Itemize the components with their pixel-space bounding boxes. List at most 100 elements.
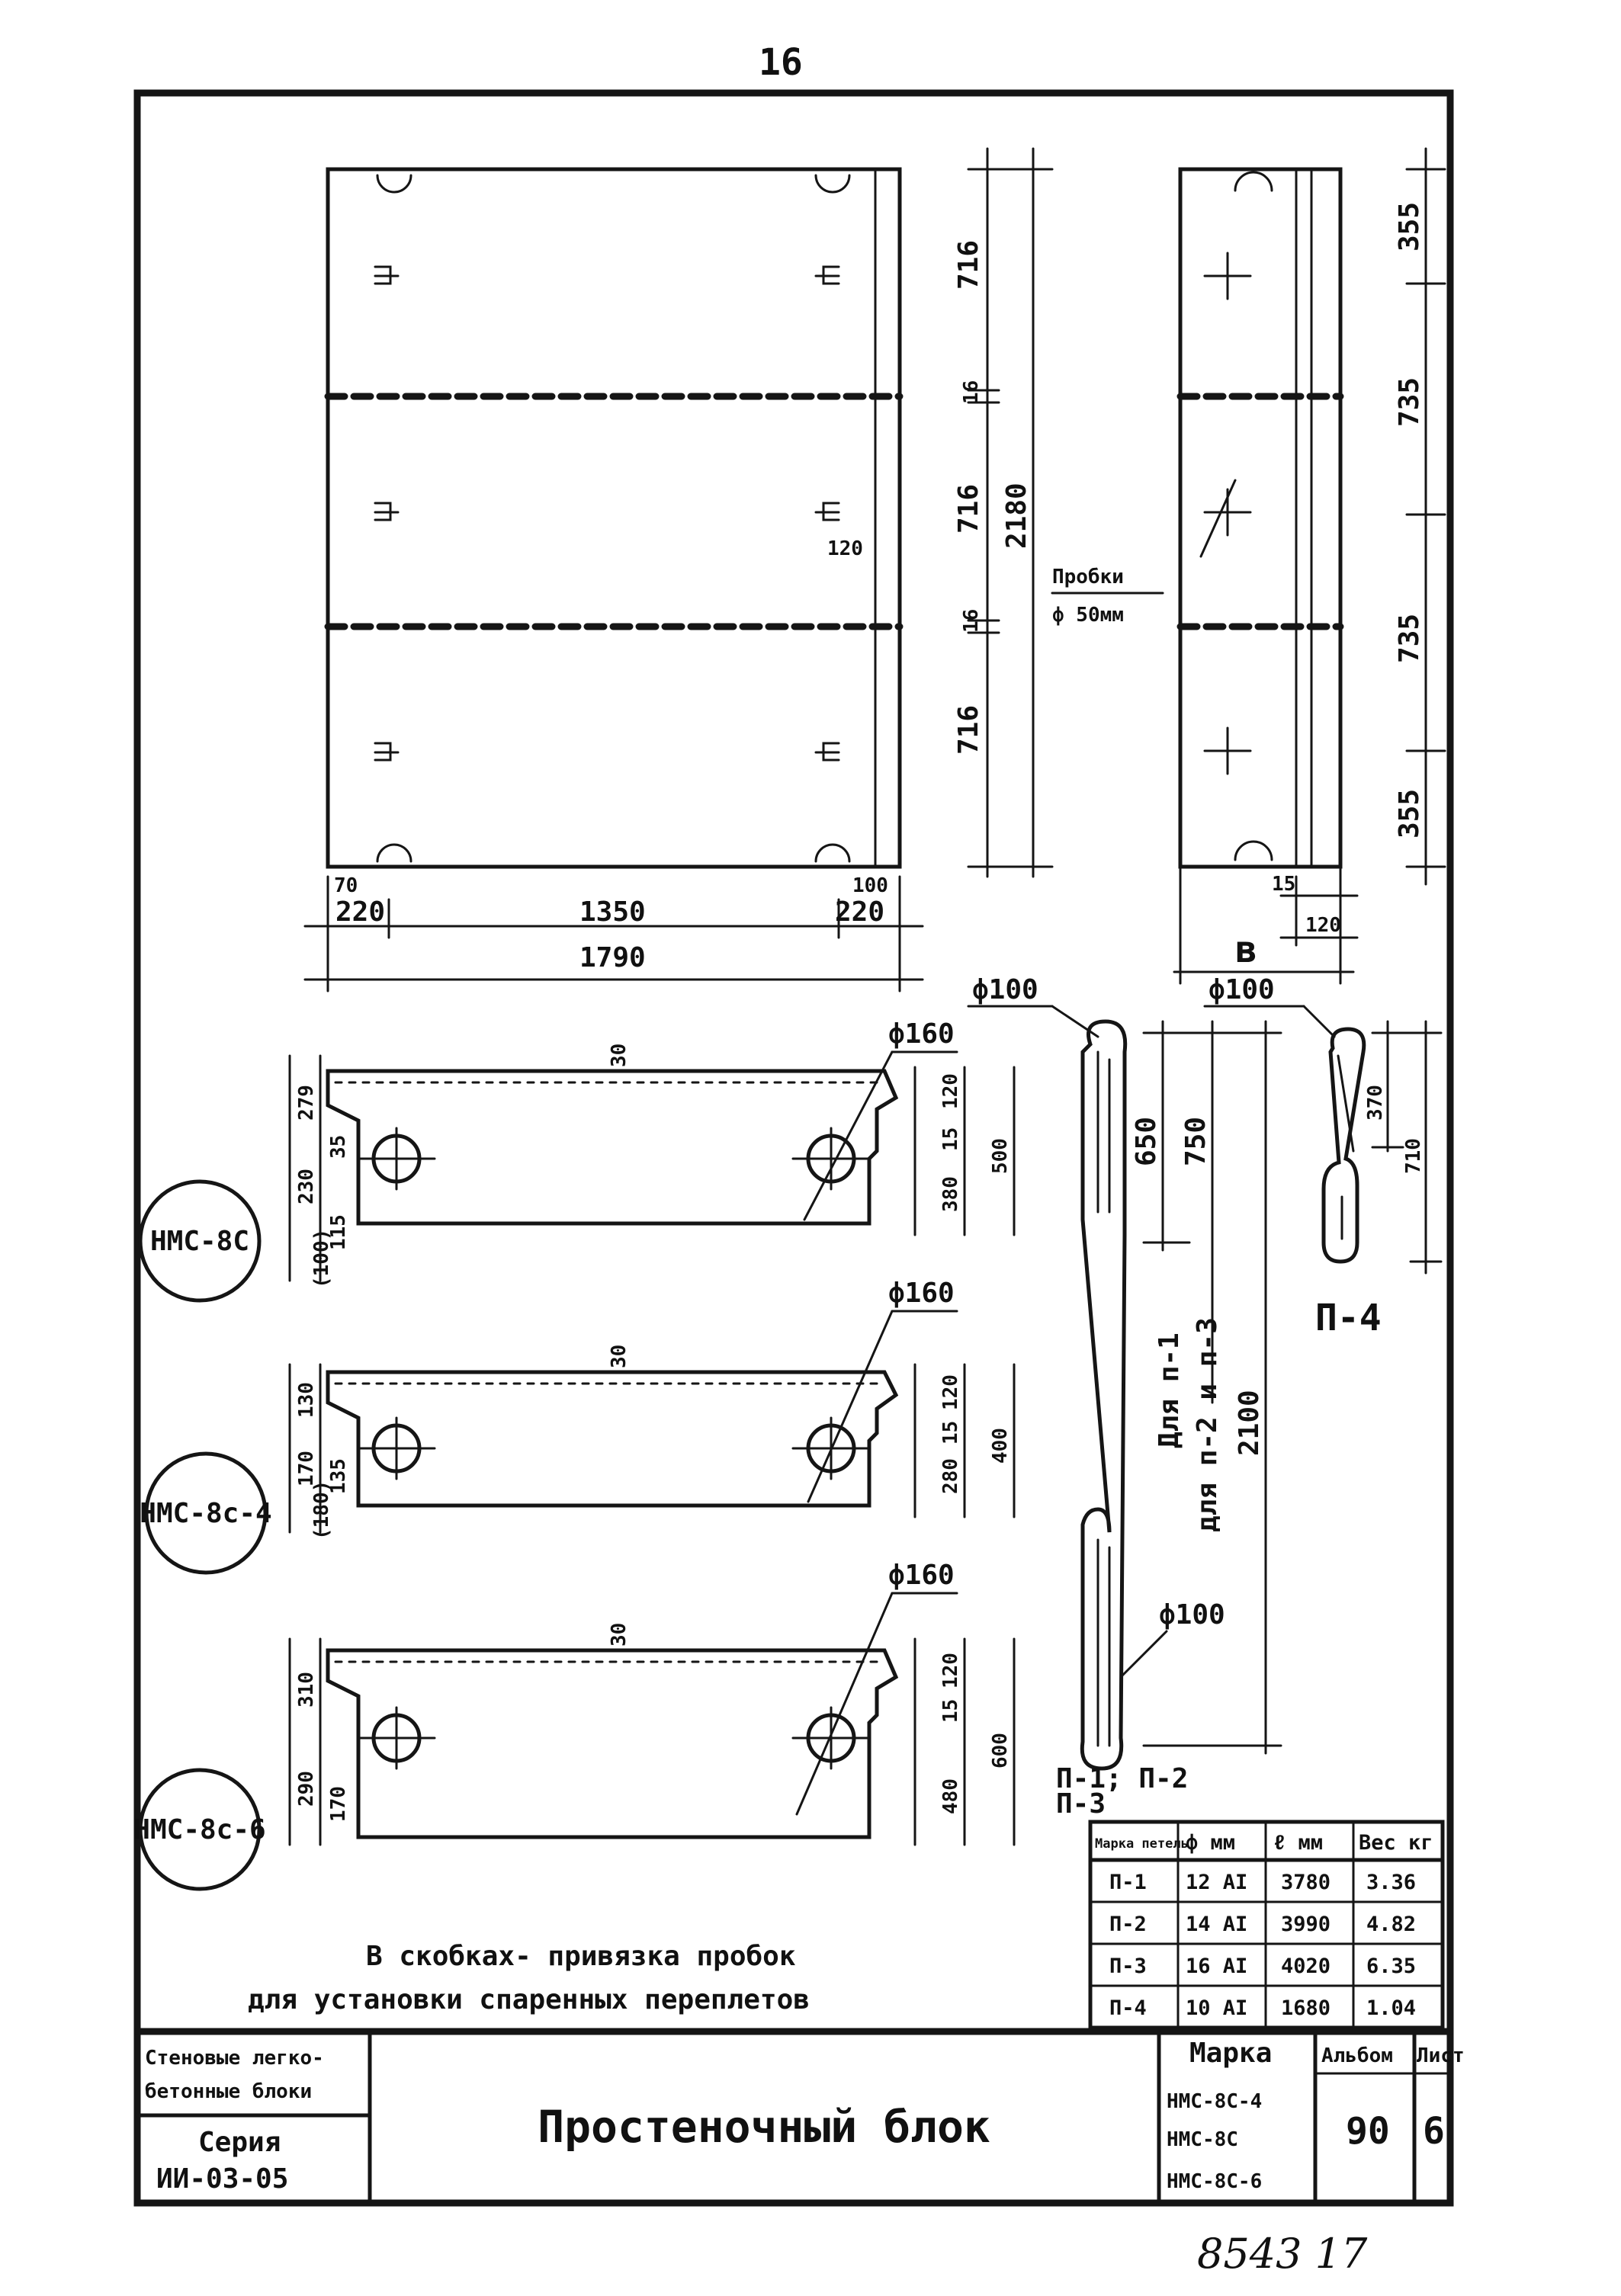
section-left-dim: 170 [295,1451,318,1486]
section-right-dim: 280 [939,1458,962,1494]
section-left-bracket: (100) [310,1229,333,1288]
centre-mark [357,1127,871,1191]
dim-total: 1790 [579,942,646,973]
section-left-bracket: (180) [310,1480,333,1540]
mark-circle [144,1451,268,1575]
section-right-dim: 400 [989,1428,1012,1464]
section-left-dim: 279 [295,1085,318,1121]
loop-dim-750: 750 [1180,1117,1212,1166]
section-nmc-8c-6: ф160 30 310 290 170 120 15 480 600 НМС-8… [133,1560,1016,1891]
section-top: 30 [608,1623,631,1647]
anchor-mark [814,265,840,285]
section-right-dim: 120 [939,1653,962,1688]
sheet-value: 6 [1423,2110,1445,2153]
mark-item: НМС-8С [1167,2128,1238,2151]
loop-label-p2p3: для п-2 и п-3 [1192,1317,1223,1532]
dim-right: 220 [835,896,884,928]
front-view-outline [326,167,902,869]
section-right-dim: 500 [989,1138,1012,1174]
section-dia: ф160 [888,1278,955,1309]
table-cell: 4.82 [1366,1913,1416,1936]
anchor-mark [374,502,400,521]
p4-label: П-4 [1315,1297,1382,1339]
lifting-loop-mark [376,174,412,194]
table-cell: 10 АI [1186,1996,1247,2020]
dim-small-right: 100 [852,874,888,897]
series-value: ИИ-03-05 [156,2163,288,2195]
note-line-2: для установки спаренных переплетов [248,1984,810,2015]
section-right-dim: 120 [939,1073,962,1109]
handwritten-number: 8543 17 [1197,2230,1368,2278]
mark-label: Марка [1189,2038,1272,2069]
p4-dim-710: 710 [1402,1138,1425,1174]
v-seg2: 716 [953,484,984,534]
side-dim-120: 120 [1305,914,1341,937]
v-total: 2180 [1001,483,1032,549]
side-v-seg4: 355 [1394,789,1425,839]
table-header: ℓ мм [1273,1831,1323,1855]
loop-rod [1080,1019,1128,1771]
v-gap1: 16 [960,380,983,404]
leader-line [1199,479,1237,558]
section-left-dim: 230 [295,1169,318,1204]
leader-line [803,1050,894,1221]
title-block: Стеновые легко- бетонные блоки Серия ИИ-… [133,2028,1465,2205]
leader-line [1051,1005,1099,1038]
table-cell: П-4 [1109,1996,1147,2020]
loop-dia-top: ф100 [972,974,1038,1005]
side-v-seg3: 735 [1394,614,1425,663]
mark-item: НМС-8С-4 [1167,2090,1262,2113]
loop-rod [1321,1027,1366,1264]
plug-mark [1203,252,1252,300]
p4-dim-370: 370 [1364,1085,1387,1121]
leader-line [807,1310,894,1503]
loop-rod [1096,1050,1111,1747]
lifting-loop-mark [814,174,851,194]
mark-circle [138,1768,262,1891]
anchor-mark [814,502,840,521]
title-left-top-1: Стеновые легко- [145,2047,324,2070]
plug-dia: ф 50мм [1052,604,1124,627]
anchor-mark [374,742,400,762]
section-dia: ф160 [888,1560,955,1591]
table-cell: 16 АI [1186,1954,1247,1978]
drawing-title: Простеночный блок [538,2101,990,2153]
lifting-loop-mark [376,843,412,863]
section-left-dim: 290 [295,1771,318,1807]
table-cell: 6.35 [1366,1954,1416,1978]
dim-small-left: 70 [334,874,358,897]
table-cell: 3.36 [1366,1871,1416,1894]
centre-mark [357,1706,871,1770]
side-view-outline [1178,167,1343,869]
table-cell: 12 АI [1186,1871,1247,1894]
section-left-dim: 170 [327,1786,350,1822]
loop-dim-650: 650 [1131,1117,1162,1166]
section-right-dim: 15 [939,1421,962,1445]
section-mark: НМС-8с-6 [133,1814,265,1845]
section-mark: НМС-8с-4 [140,1498,271,1529]
section-right-dim: 380 [939,1176,962,1212]
section-right-dim: 480 [939,1778,962,1814]
drawing-frame [133,89,1454,2207]
album-label: Альбом [1321,2044,1393,2067]
table-cell: 1.04 [1366,1996,1416,2020]
table-cell: 3990 [1281,1913,1331,1936]
section-profile [326,1648,899,1839]
sheet-label: Лист [1417,2044,1465,2067]
lifting-loop-mark [1234,840,1273,861]
plug-mark [1203,726,1252,775]
side-dim-15: 15 [1272,873,1295,896]
section-top: 30 [608,1044,631,1067]
mark-circle [138,1179,262,1303]
loop-label-p1: Для п-1 [1154,1332,1185,1448]
loop-caption-main: П-1; П-2 [1056,1763,1188,1794]
loop-p4: ф100 370 710 П-4 [1203,974,1443,1339]
section-left-dim: 35 [327,1135,350,1159]
loop-p1-p3: ф100 ф100 650 750 2100 Для п-1 для п-2 и… [967,974,1282,1820]
v-seg1: 716 [953,240,984,290]
table-cell: 1680 [1281,1996,1331,2020]
leader-line [1119,1630,1168,1679]
table-cell: П-2 [1109,1913,1147,1936]
note-line-1: В скобках- привязка пробок [366,1941,796,1972]
page-number: 16 [759,41,803,84]
